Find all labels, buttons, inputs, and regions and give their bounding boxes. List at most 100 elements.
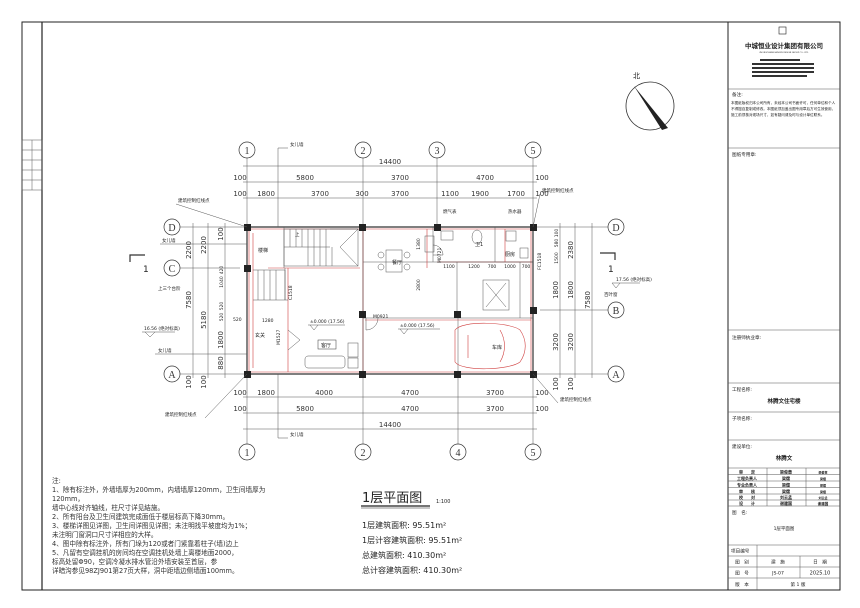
dim-text: 100 (535, 405, 548, 413)
dim-text: 3200 (552, 333, 560, 351)
dim-text: 1800 (217, 331, 225, 349)
dim-text: 100 (552, 377, 560, 390)
sig-signature: 梁熠 (819, 489, 826, 494)
dim-text: 5180 (200, 311, 208, 329)
dim-text: 1040 (219, 276, 225, 288)
dim-text: 4700 (401, 405, 419, 413)
dim-text: 2200 (185, 241, 193, 259)
dim-text: 1100 (441, 190, 459, 198)
note-line: 4、图中除有标注外，所有门垛为120或者门紧靠着柱子(墙)边上 (52, 539, 239, 548)
sig-signature: 刘云孟 (818, 495, 827, 500)
version-value: 第 1 版 (790, 581, 805, 588)
company-info-text-block (752, 59, 814, 77)
number-label: 图 号 (735, 571, 749, 577)
toilet-fixtures (424, 229, 529, 259)
subproject-label: 子项名称: (732, 415, 752, 422)
note-line: 未注明门窗洞口尺寸详相应的大样。 (52, 530, 158, 539)
date-label: 日 期 (813, 560, 827, 566)
control-point-label: 建筑控制红线点 (165, 411, 197, 418)
sig-name: 梁熠 (781, 488, 790, 494)
dim-text: 100 (233, 190, 246, 198)
dim-text: 4700 (476, 174, 494, 182)
control-point-label: 建筑控制红线点 (178, 197, 210, 204)
dim-text: 1380 (416, 238, 422, 250)
room-stair: 楼梯 (258, 247, 268, 254)
section-mark-left (129, 254, 145, 262)
dim-text: 3700 (486, 389, 504, 397)
door-tag: M0721 (437, 248, 443, 263)
section-label: 1 (608, 265, 614, 275)
level-mark: ±0.000 (17.56) (310, 319, 345, 325)
parapet-label: 女儿墙 (290, 431, 304, 438)
room-living: 客厅 (321, 342, 331, 349)
dim-text: 1100 (443, 264, 455, 270)
project-name-label: 工程名称: (732, 386, 752, 393)
dim-text: 100 (217, 227, 225, 240)
control-point-label: 建筑控制红线点 (542, 187, 574, 194)
window-tag: FC1518 (537, 253, 543, 270)
dimension-lines (192, 165, 593, 430)
window-tag: C1518 (288, 285, 294, 300)
dim-text: 520 (219, 313, 225, 322)
dim-text: 3700 (311, 190, 329, 198)
parapet-label: 女儿墙 (158, 347, 172, 354)
section-label: 1 (143, 265, 149, 275)
elevator-shaft (482, 279, 510, 311)
dim-text: 1000 (504, 264, 516, 270)
category-value: 建 施 (771, 559, 785, 566)
dim-text: 3700 (486, 405, 504, 413)
dim-text: 520 (219, 302, 225, 311)
client-name: 林腾文 (776, 454, 793, 462)
room-garage: 车库 (492, 344, 502, 351)
north-arrow-icon (634, 86, 668, 130)
sig-role: 设 计 (739, 500, 755, 506)
drawing-title-text: 1层平面图 (362, 491, 422, 506)
steps-label: 上三个台阶 (158, 285, 181, 292)
date-value: 2025.10 (810, 571, 831, 577)
car (454, 322, 526, 370)
note-line: 详暗沟参见98ZJ901第27页大样，洞中距墙边侧墙面100mm。 (52, 566, 239, 575)
axis-label: 3 (435, 146, 440, 157)
dim-text: 700 (488, 264, 497, 270)
axis-bubbles: 1 2 3 5 1 2 4 5 D C A D B A (163, 141, 625, 461)
gas-meter-label: 燃气表 (443, 208, 457, 215)
sig-role: 审 定 (739, 469, 755, 475)
dimension-texts: 14400 100 5800 3700 4700 100 100 1800 37… (185, 158, 592, 429)
dim-text: 580 (554, 239, 560, 248)
signature-table: 审 定 梁俊章 梁俊章 工程负责人 梁熠 梁熠 专业负责人 梁熠 梁熠 审 核 … (737, 469, 829, 507)
parapet-label: 女儿墙 (162, 237, 176, 244)
company-logo-icon (778, 26, 787, 35)
sig-signature: 梁俊章 (817, 470, 827, 475)
axis-label: C (169, 264, 176, 275)
room-labels: 楼梯 餐厅 客厅 卫1 厨房 车库 玄关 (255, 242, 515, 351)
dim-text: 1500 (554, 252, 560, 264)
room-kitchen: 厨房 (505, 251, 515, 258)
dim-text: 3700 (391, 174, 409, 182)
sig-name: 刘云孟 (780, 494, 792, 500)
sig-role: 专业负责人 (737, 482, 758, 488)
level-mark: ±0.000 (17.56) (400, 323, 435, 329)
dim-text: 1800 (257, 389, 275, 397)
dim-text: 1700 (507, 190, 525, 198)
area-line: 总计容建筑面积: 410.30m² (362, 565, 462, 575)
note-line: 3、楼梯详图见详图，卫生间详图见详图；未注明找平坡度均为1%； (52, 521, 251, 530)
drawing-scale: 1:100 (436, 499, 450, 505)
dim-text: 100 (233, 389, 246, 397)
dim-text: 7580 (584, 291, 592, 309)
axis-label: 2 (361, 146, 366, 157)
dim-text: 420 (219, 266, 225, 275)
dim-text: 100 (200, 375, 208, 388)
dim-text: 7580 (185, 291, 193, 309)
parapet-label: 女儿墙 (290, 141, 304, 148)
dim-text: 700 (522, 264, 531, 270)
project-no-label: 项目编号 (731, 548, 750, 555)
binding-strip-boxes (21, 139, 43, 191)
sig-role: 工程负责人 (737, 475, 758, 481)
area-line: 总建筑面积: 410.30m² (362, 550, 446, 560)
axis-label: D (612, 223, 619, 234)
axis-label: 4 (456, 448, 461, 459)
level-mark: 17.56 (绝对标高) (616, 276, 652, 283)
door-tag: M0921 (373, 314, 388, 320)
dim-text: 14400 (379, 158, 401, 166)
note-line: 墙中心线对齐轴线，柱尺寸详见結施。 (52, 503, 164, 512)
